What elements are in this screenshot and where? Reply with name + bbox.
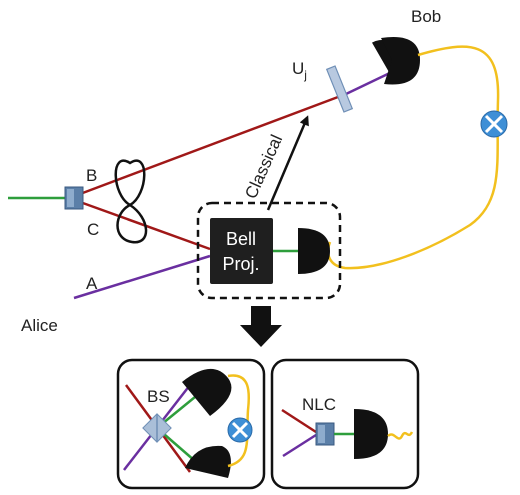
bob-label: Bob	[411, 7, 441, 26]
path-b-label: B	[86, 166, 97, 185]
unitary-label: Uj	[292, 59, 307, 82]
fiber-loop-icon	[114, 159, 148, 244]
alice-label: Alice	[21, 316, 58, 335]
bs-modulator-icon	[227, 417, 253, 443]
nlc-detector-icon	[354, 409, 388, 459]
bs-lower-detector-icon	[185, 445, 231, 478]
modulator-icon	[480, 110, 508, 138]
nlc-scheme-panel	[270, 358, 420, 490]
nlc-input-purple	[282, 433, 317, 458]
bell-label-line2: Proj.	[222, 254, 259, 274]
path-a-label: A	[86, 274, 98, 293]
bell-projection-box	[210, 218, 273, 284]
path-c-label: C	[87, 220, 99, 239]
bs-upper-detector-icon	[182, 368, 232, 416]
bs-label: BS	[147, 387, 170, 406]
nlc-label: NLC	[302, 395, 336, 414]
crystal-icon	[64, 186, 84, 210]
nlc-fiber	[387, 431, 414, 440]
bs-scheme-panel	[116, 358, 266, 490]
bs-fiber	[227, 374, 251, 468]
bell-label-line1: Bell	[226, 229, 256, 249]
nlc-crystal-icon	[315, 422, 335, 446]
feedforward-fiber	[326, 45, 500, 270]
nlc-input-red	[281, 408, 317, 434]
arrow-down-icon	[240, 306, 282, 347]
bell-detector-icon	[298, 228, 330, 274]
classical-label: Classical	[241, 132, 286, 202]
classical-arrow	[266, 115, 309, 211]
path-b-beam	[79, 95, 339, 196]
detector-icon	[381, 36, 420, 85]
bell-measurement-region	[196, 201, 342, 300]
wave-plate-icon	[325, 65, 354, 113]
path-a-beam	[73, 254, 211, 300]
beam-splitter-icon	[142, 413, 172, 443]
